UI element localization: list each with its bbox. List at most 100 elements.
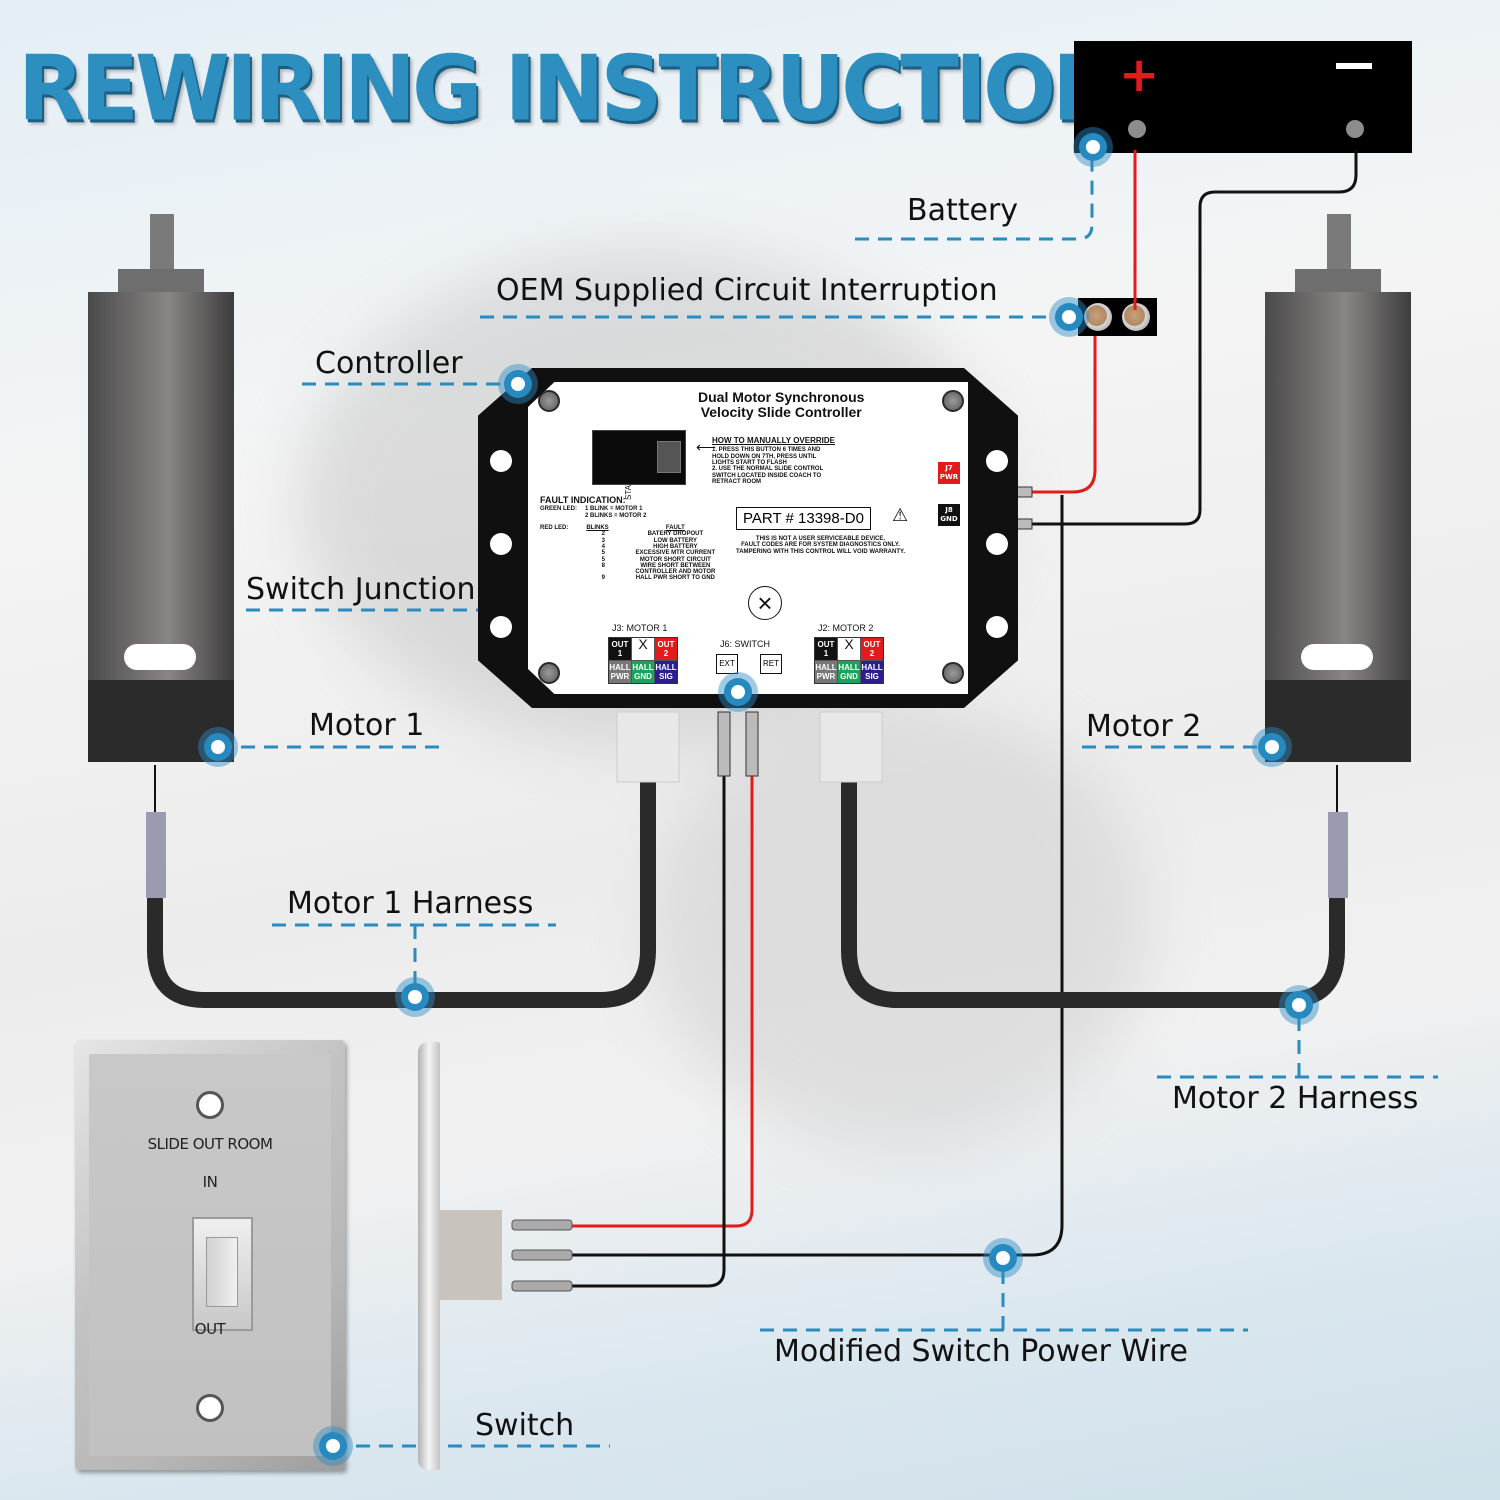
- rocker-paddle[interactable]: [206, 1237, 238, 1307]
- motor2-connector: [1328, 812, 1348, 898]
- motor2-harness: [841, 774, 1345, 1008]
- breaker-stud: [1084, 303, 1112, 331]
- fault-blinks: 2: [601, 531, 606, 538]
- marker-motor2-harness[interactable]: [1279, 985, 1319, 1025]
- battery-leader: [855, 147, 1094, 241]
- callout-battery: Battery: [907, 193, 1019, 228]
- fault-blinks: 4: [601, 543, 606, 550]
- controller-title: Dual Motor Synchronous Velocity Slide Co…: [698, 389, 865, 420]
- mount-hole: [490, 450, 512, 472]
- controller-label-face: Dual Motor Synchronous Velocity Slide Co…: [528, 382, 968, 694]
- marker-controller[interactable]: [498, 364, 538, 404]
- screw-icon: [196, 1394, 224, 1422]
- fault-desc: WIRE SHORT BETWEEN: [640, 562, 711, 569]
- fault-desc: MOTOR SHORT CIRCUIT: [639, 556, 711, 563]
- mount-hole: [490, 533, 512, 555]
- callout-controller: Controller: [315, 346, 463, 381]
- fault-indication: FAULT INDICATION: GREEN LED: 1 BLINK = M…: [540, 495, 730, 582]
- mount-hole: [490, 616, 512, 638]
- wall-switch-plate: SLIDE OUT ROOM IN OUT: [75, 1040, 345, 1470]
- screw-icon: [942, 662, 964, 684]
- warning-text: THIS IS NOT A USER SERVICEABLE DEVICE. F…: [736, 536, 905, 555]
- j3-motor1-connector: OUT 1 X OUT 2 HALL PWR HALL GND HALL SIG: [608, 637, 678, 684]
- callout-motor1: Motor 1: [309, 708, 425, 743]
- circuit-interruption-device: [1078, 298, 1157, 336]
- status-led-panel: [592, 430, 686, 485]
- fault-desc: EXCESSIVE MTR CURRENT: [635, 550, 716, 557]
- fault-desc: CONTROLLER AND MOTOR: [635, 569, 716, 576]
- motor-icon: [1265, 214, 1411, 762]
- switch-ret-wire-red: [572, 775, 754, 1228]
- wall-switch-side-view: [418, 1042, 440, 1470]
- callout-circuit-interruption: OEM Supplied Circuit Interruption: [496, 273, 998, 308]
- battery-negative-terminal: [1346, 120, 1364, 138]
- j6-ext: EXT: [716, 654, 738, 674]
- switch-ext-wire-black: [572, 775, 726, 1288]
- mount-hole: [986, 616, 1008, 638]
- j3-label: J3: MOTOR 1: [612, 623, 668, 633]
- controller: Dual Motor Synchronous Velocity Slide Co…: [478, 368, 1018, 712]
- battery-ground-wire: [1030, 150, 1358, 526]
- fault-blinks: 5: [601, 556, 606, 563]
- battery-positive-icon: +: [1119, 47, 1160, 103]
- marker-motor1-harness[interactable]: [395, 977, 435, 1017]
- fault-blinks: 3: [601, 537, 606, 544]
- motor1-connector: [146, 812, 166, 898]
- screw-icon: [942, 390, 964, 412]
- battery: +: [1074, 41, 1412, 153]
- marker-motor1[interactable]: [198, 727, 238, 767]
- j6-ret: RET: [760, 654, 782, 674]
- rocker-switch[interactable]: [192, 1217, 253, 1331]
- j2-motor2-connector: OUT 1 X OUT 2 HALL PWR HALL GND HALL SIG: [814, 637, 884, 684]
- controller-power-wire: [1030, 336, 1097, 494]
- marker-motor2[interactable]: [1252, 727, 1292, 767]
- callout-motor1-harness: Motor 1 Harness: [287, 886, 534, 921]
- fault-desc: HIGH BATTERY: [653, 543, 698, 550]
- wall-switch-face: SLIDE OUT ROOM IN OUT: [89, 1054, 331, 1456]
- motor1-plug: [616, 711, 680, 783]
- page-title: REWIRING INSTRUCTIONS: [18, 36, 1182, 142]
- slide-out-room-label: SLIDE OUT ROOM: [147, 1135, 273, 1153]
- marker-switch-junction[interactable]: [718, 672, 758, 712]
- out-label: OUT: [194, 1320, 226, 1338]
- override-button[interactable]: [657, 441, 681, 473]
- fault-desc: BATERY DROPOUT: [647, 531, 704, 538]
- lamp-icon: ×: [748, 586, 782, 620]
- override-instructions: HOW TO MANUALLY OVERRIDE 1. PRESS THIS B…: [712, 436, 835, 485]
- marker-switch[interactable]: [313, 1426, 353, 1466]
- callout-motor2: Motor 2: [1086, 709, 1202, 744]
- marker-circuit-interruption[interactable]: [1049, 297, 1089, 337]
- switch-body: [440, 1210, 502, 1300]
- motor2-plug: [819, 711, 883, 783]
- screw-icon: [538, 662, 560, 684]
- in-label: IN: [202, 1173, 218, 1191]
- j2-label: J2: MOTOR 2: [818, 623, 874, 633]
- j6-ext-terminal: [717, 711, 731, 777]
- background-blur: [650, 700, 1150, 1150]
- marker-modified-switch-power-wire[interactable]: [983, 1238, 1023, 1278]
- callout-switch-junction: Switch Junction: [246, 572, 476, 607]
- j6-ret-terminal: [745, 711, 759, 777]
- fault-blinks: 8: [601, 562, 606, 569]
- modified-switch-power-wire: [572, 495, 1064, 1257]
- marker-battery[interactable]: [1073, 127, 1113, 167]
- mount-hole: [986, 450, 1008, 472]
- j6-label: J6: SWITCH: [720, 639, 771, 649]
- fault-desc: LOW BATTERY: [653, 537, 697, 544]
- fault-blinks: 9: [601, 575, 606, 582]
- motor-icon: [88, 214, 234, 762]
- fault-desc: HALL PWR SHORT TO GND: [635, 575, 715, 582]
- fault-blinks: 5: [601, 550, 606, 557]
- part-number: PART # 13398-D0: [736, 507, 871, 530]
- battery-negative-icon: [1336, 63, 1372, 69]
- callout-motor2-harness: Motor 2 Harness: [1172, 1081, 1419, 1116]
- certification-icon: ⚠: [892, 505, 909, 525]
- motor-1: [88, 214, 234, 770]
- arrow-left-icon: ⟵: [696, 439, 717, 455]
- screw-icon: [538, 390, 560, 412]
- callout-switch: Switch: [475, 1408, 575, 1443]
- motor-2: [1265, 214, 1411, 770]
- callout-modified-switch-power-wire: Modified Switch Power Wire: [774, 1334, 1188, 1369]
